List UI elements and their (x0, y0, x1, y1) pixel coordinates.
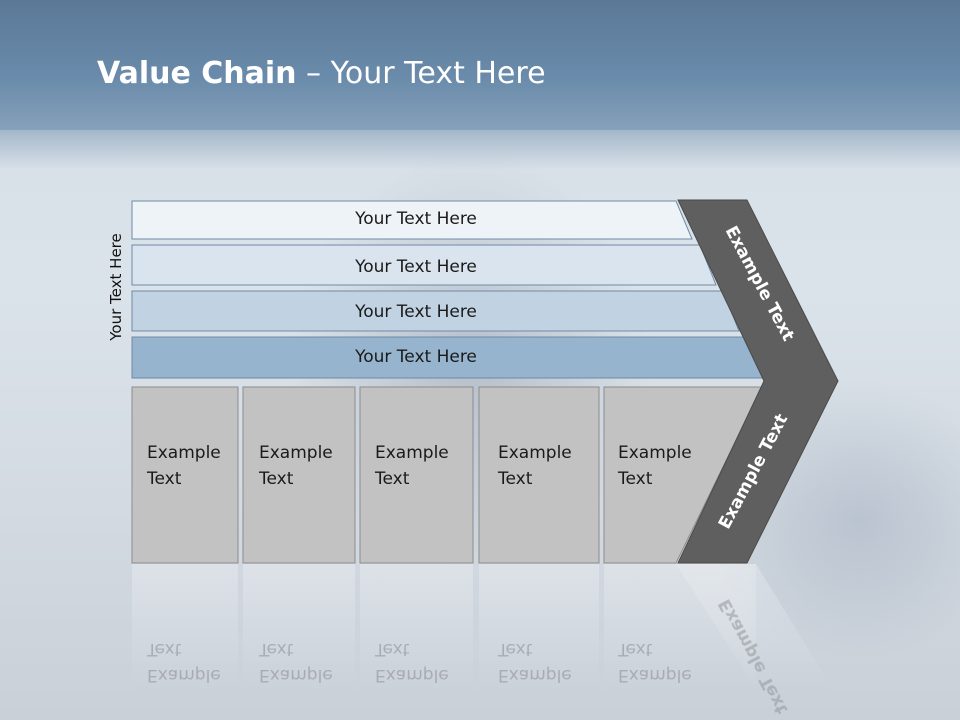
primary-box-1-line1: Example (147, 443, 221, 463)
primary-box-2-line1: Example (259, 443, 333, 463)
primary-box-3-line1: Example (375, 443, 449, 463)
reflection-chevron (676, 564, 836, 694)
primary-box-3 (359, 386, 474, 564)
support-row-4-label: Your Text Here (354, 347, 477, 367)
support-row-2 (131, 244, 717, 286)
slide-title-bold: Value Chain (97, 56, 297, 91)
primary-box-4 (478, 386, 600, 564)
primary-box-2 (242, 386, 356, 564)
reflection-box-1-line2: Text (146, 639, 182, 659)
reflection-box-3-line1: Example (375, 665, 449, 685)
primary-box-3-line2: Text (374, 469, 410, 489)
reflection-box-2-line1: Example (259, 665, 333, 685)
primary-box-5-line1: Example (618, 443, 692, 463)
reflection: Example Text Example Text Example Text E… (132, 564, 836, 717)
slide-title-rest: – Your Text Here (296, 56, 546, 91)
primary-box-1 (131, 386, 239, 564)
margin-chevron-shape (677, 199, 839, 564)
reflection-box-4-line1: Example (498, 665, 572, 685)
reflection-box-4 (479, 564, 599, 694)
support-row-1-label: Your Text Here (354, 209, 477, 229)
reflection-box-1 (132, 564, 238, 694)
primary-box-1-line2: Text (146, 469, 182, 489)
reflection-box-5-line1: Example (618, 665, 692, 685)
primary-box-5 (603, 386, 763, 564)
reflection-box-3 (360, 564, 473, 694)
primary-box-4-line2: Text (497, 469, 533, 489)
reflection-box-2 (243, 564, 355, 694)
title-bar-fade (0, 130, 960, 170)
slide-title: Value Chain – Your Text Here (97, 56, 546, 91)
primary-box-5-line2: Text (617, 469, 653, 489)
reflection-box-1-line1: Example (147, 665, 221, 685)
support-row-2-label: Your Text Here (354, 257, 477, 277)
support-row-3-label: Your Text Here (354, 302, 477, 322)
support-rows: Your Text Here Your Text Here Your Text … (131, 200, 764, 379)
primary-box-2-line2: Text (258, 469, 294, 489)
reflection-box-4-line2: Text (497, 639, 533, 659)
title-bar (0, 0, 960, 130)
primary-boxes: Example Text Example Text Example Text E… (131, 386, 763, 564)
reflection-box-2-line2: Text (258, 639, 294, 659)
reflection-box-3-line2: Text (374, 639, 410, 659)
support-row-3 (131, 290, 740, 332)
reflection-box-5-line2: Text (617, 639, 653, 659)
primary-box-4-line1: Example (498, 443, 572, 463)
support-row-1 (131, 200, 693, 240)
